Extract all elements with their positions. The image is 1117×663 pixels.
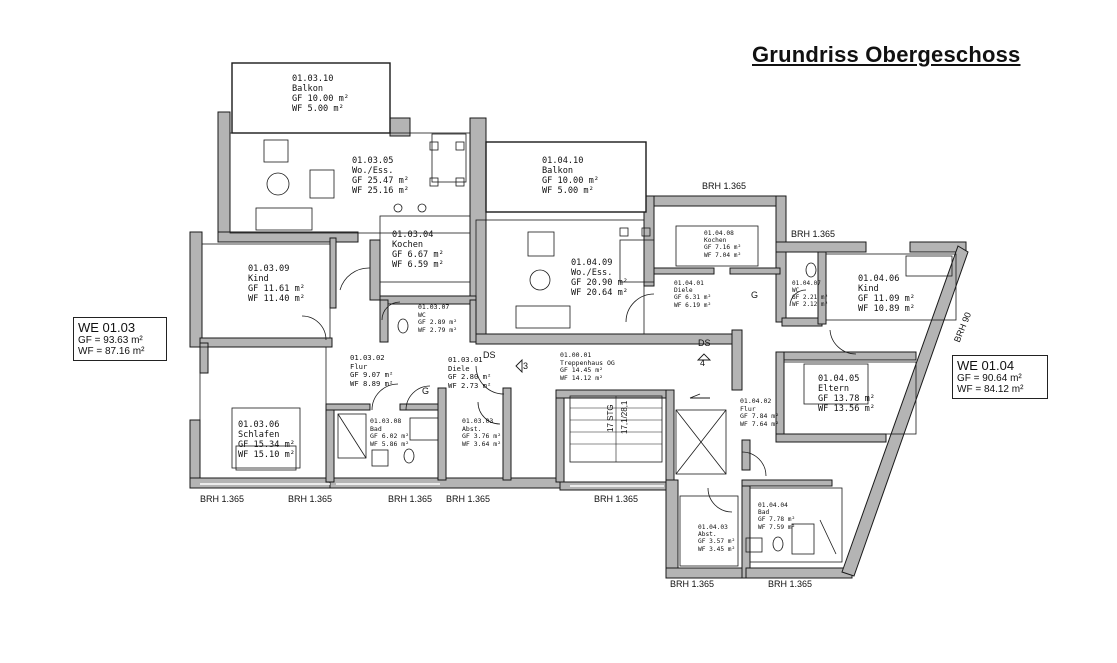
wall [189,477,331,489]
wall [741,479,833,487]
balcony-left [231,62,391,134]
wall [909,241,967,253]
wall [329,237,337,309]
wall [741,485,751,579]
wall [775,351,785,443]
sill-height-label: BRH 1.365 [791,229,836,239]
wall [502,387,512,481]
unit-gf: GF = 93.63 m² [78,335,143,346]
balcony-right [485,141,647,213]
unit-id: WE 01.04 [957,358,1015,373]
gas-label: G [751,290,759,300]
stair-count-label: 17 STG [606,404,615,432]
wall [325,403,371,411]
wall [665,389,675,483]
wall [665,479,679,571]
stair-number: 4 [700,358,706,368]
wall [775,195,787,323]
stair-number: 3 [523,361,529,371]
plan-title: Grundriss Obergeschoss [752,42,1021,67]
sill-height-label: BRH 1.365 [670,579,715,589]
wall [775,241,867,253]
wall [741,439,751,471]
wall [731,329,743,391]
wall [653,267,715,275]
wall [745,567,853,579]
unit-wf: WF = 84.12 m² [957,384,1024,395]
stair-ratio-label: 17,1/28,1 [620,400,629,434]
wall [199,342,209,374]
unit-gf: GF = 90.64 m² [957,373,1022,384]
sill-height-label: BRH 1.365 [594,494,639,504]
wall [437,387,447,481]
wall [379,299,389,343]
wall [325,403,335,483]
wall [643,195,785,207]
wall [555,389,565,483]
unit-box-we-01-03: WE 01.03 GF = 93.63 m² WF = 87.16 m² [73,317,167,361]
sill-height-label: BRH 1.365 [388,494,433,504]
wall [199,337,333,348]
wall [217,111,231,241]
wall [775,351,917,361]
ds-label: DS [698,338,711,348]
sill-height-label: BRH 1.365 [768,579,813,589]
wall [189,231,203,348]
unit-id: WE 01.03 [78,320,136,335]
sill-height-label: BRH 1.365 [288,494,333,504]
sill-height-label: BRH 1.365 [446,494,491,504]
sill-height-label: BRH 1.365 [702,181,747,191]
wall [469,299,477,343]
wall [555,389,669,399]
gas-label: G [422,386,430,396]
sill-height-label: BRH 1.365 [200,494,245,504]
wall [217,231,359,243]
ds-label: DS [483,350,496,360]
unit-box-we-01-04: WE 01.04 GF = 90.64 m² WF = 84.12 m² [952,355,1048,399]
wall [729,267,781,275]
wall-diagonal [841,245,969,577]
unit-wf: WF = 87.16 m² [78,346,145,357]
wall [775,433,887,443]
wall [369,239,381,301]
wall [665,567,747,579]
wall [781,317,823,327]
